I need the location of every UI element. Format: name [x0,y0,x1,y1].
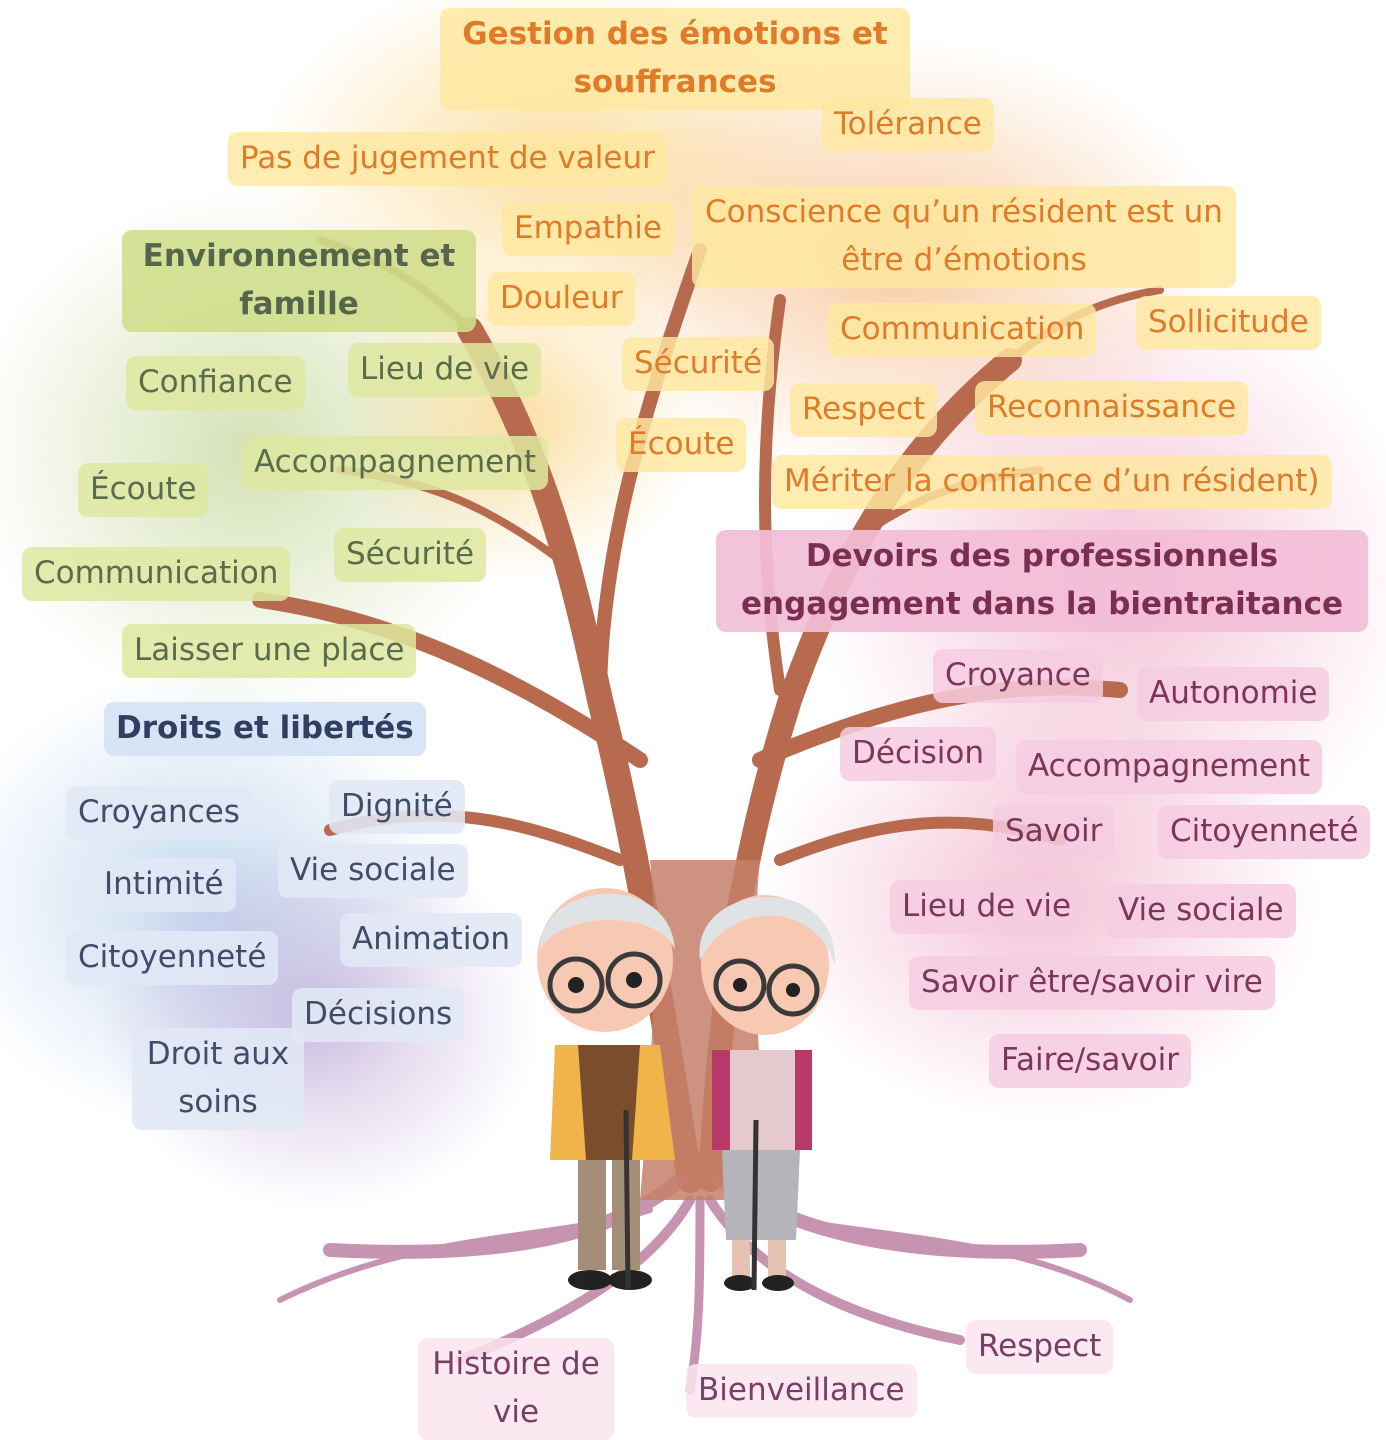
label-securite-emotions: Sécurité [622,337,775,391]
label-vie-sociale-rights: Vie sociale [278,844,468,898]
label-tolerance: Tolérance [822,98,994,152]
label-citoyennete-rights: Citoyenneté [66,931,279,985]
label-accompagnement-duties: Accompagnement [1016,740,1323,794]
label-droit-aux-soins: Droit aux soins [132,1028,304,1130]
label-confiance: Confiance [126,356,305,410]
label-respect-emotions: Respect [790,383,938,437]
label-animation: Animation [340,913,523,967]
label-meriter-confiance: Mériter la confiance d’un résident) [772,455,1332,509]
elderly-man [537,888,675,1291]
label-conscience: Conscience qu’un résident est un être d’… [692,186,1236,288]
label-dignite: Dignité [329,780,465,834]
label-reconnaissance: Reconnaissance [975,381,1249,435]
label-intimite: Intimité [92,858,236,912]
label-lieu-de-vie-env: Lieu de vie [348,343,542,397]
label-douleur: Douleur [488,272,635,326]
label-ecoute-emotions: Écoute [616,418,747,472]
elderly-woman [699,895,836,1291]
label-faire-savoir: Faire/savoir [989,1034,1191,1088]
label-croyance: Croyance [933,649,1103,703]
label-ecoute-env: Écoute [78,463,209,517]
label-autonomie: Autonomie [1137,667,1330,721]
header-duties: Devoirs des professionnels engagement da… [716,530,1368,632]
header-environment: Environnement et famille [122,230,476,332]
label-sollicitude: Sollicitude [1136,296,1321,350]
label-bienveillance: Bienveillance [686,1364,917,1418]
label-accompagnement-env: Accompagnement [242,436,549,490]
label-communication-emotions: Communication [828,303,1097,357]
label-decisions: Décisions [292,988,465,1042]
label-decision: Décision [840,727,996,781]
label-savoir: Savoir [993,805,1115,859]
label-securite-env: Sécurité [334,528,487,582]
header-emotions: Gestion des émotions et souffrances [440,8,910,110]
label-laisser-une-place: Laisser une place [122,624,417,678]
label-savoir-etre: Savoir être/savoir vire [909,956,1275,1010]
label-lieu-de-vie-duties: Lieu de vie [890,880,1084,934]
label-respect-roots: Respect [966,1320,1114,1374]
label-histoire-de-vie: Histoire de vie [418,1338,614,1440]
label-communication-env: Communication [22,547,291,601]
label-pas-de-jugement: Pas de jugement de valeur [228,132,667,186]
label-croyances: Croyances [66,786,252,840]
label-empathie: Empathie [502,202,674,256]
label-citoyennete-duties: Citoyenneté [1158,805,1371,859]
label-vie-sociale-duties: Vie sociale [1106,884,1296,938]
header-rights: Droits et libertés [104,702,426,756]
